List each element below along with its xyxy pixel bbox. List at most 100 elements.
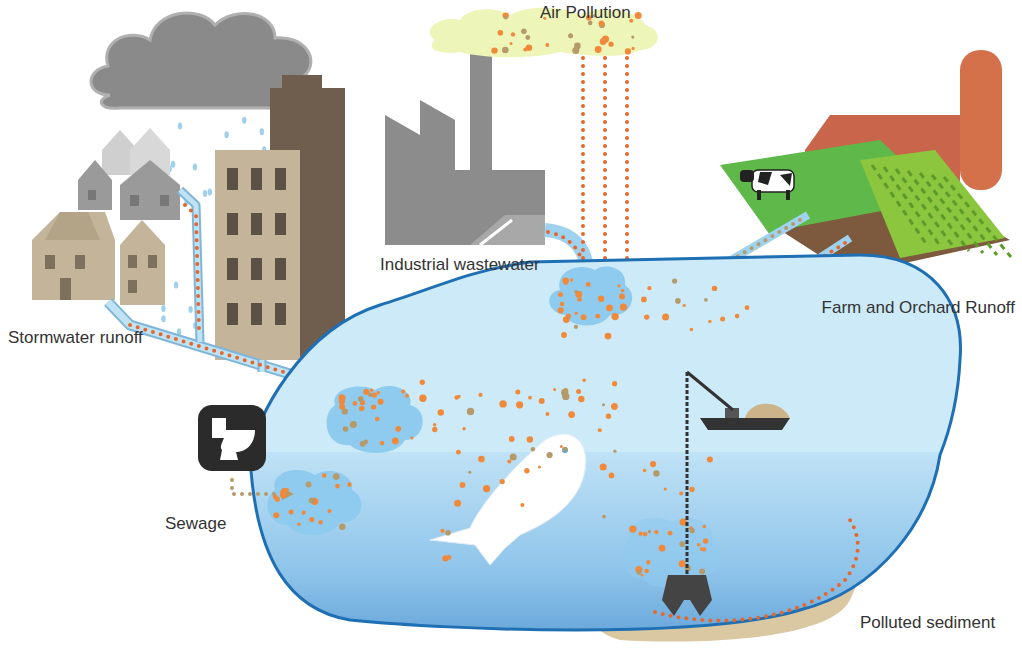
particle [654,530,658,534]
window [227,213,238,235]
source-label: Stormwater runoff [8,327,143,348]
particle [521,28,527,34]
particle [644,569,649,574]
particle [595,314,600,319]
pollution-plumes [267,266,721,587]
particle [646,560,650,564]
particle [440,529,444,533]
particle [322,473,327,478]
particle [456,450,461,455]
particle [679,560,686,567]
particle [564,281,568,285]
particle [679,492,683,496]
particle [611,313,618,320]
particle [370,389,373,392]
particle [566,313,571,318]
particle [697,543,701,547]
particle [568,33,573,38]
particle [609,473,615,479]
source-label: Polluted sediment [860,612,995,633]
particle [460,482,466,488]
crop-row [872,165,927,245]
particle [306,481,312,487]
particle [578,396,584,402]
particle [613,450,616,453]
rain-drop [208,189,212,196]
window [227,168,238,190]
particle [499,400,506,407]
particle [735,314,740,319]
particle [644,314,649,319]
particle [625,48,631,54]
particle [339,524,345,530]
particle [528,396,532,400]
particle [280,491,287,498]
particle [720,317,725,322]
particle [575,291,582,298]
particle [401,390,405,394]
particle [558,307,564,313]
particle [672,279,677,284]
particle [478,456,485,463]
particle [545,43,549,47]
rain-drop [224,131,228,138]
particle [523,48,527,52]
rain-drop [188,306,192,313]
particle [445,530,451,536]
particle [581,314,587,320]
particle [500,479,505,484]
particle [602,403,605,406]
particle [467,408,474,415]
particle [328,509,332,513]
particle [289,510,294,515]
source-label: Farm and Orchard Runoff [820,297,1015,318]
particle [643,532,648,537]
particle [699,569,705,575]
particle [558,292,563,297]
particle [574,43,581,50]
particle [632,47,635,50]
particle [510,42,513,45]
rain-drop [161,315,165,322]
particle [527,436,533,442]
particle [339,394,346,401]
dredge-boat [662,372,790,616]
particle [360,441,366,447]
particle [683,304,686,307]
particle [606,305,613,312]
particle [504,15,508,19]
fish [430,434,586,565]
particle [433,423,436,426]
toilet-icon [198,405,266,471]
particle [703,525,707,529]
particle [419,395,426,402]
particle [598,296,604,302]
window [251,258,262,280]
particle [560,445,563,448]
particle [478,393,482,397]
window [275,213,286,235]
particle [611,403,618,410]
window [251,213,262,235]
particle [275,497,280,502]
particle [582,378,586,382]
particle [358,396,364,402]
particle [648,530,651,533]
particle [359,406,364,411]
crop-row [932,175,997,255]
particle [641,297,647,303]
particle [704,298,708,302]
cow [740,170,794,200]
particle [539,398,545,404]
particle [745,305,750,310]
particle [376,391,380,395]
particle [353,401,358,406]
particle [507,459,511,463]
particle [491,47,497,53]
particle [606,414,611,419]
window [275,168,286,190]
particle [392,438,399,445]
particle [457,395,461,399]
particle [617,284,620,287]
